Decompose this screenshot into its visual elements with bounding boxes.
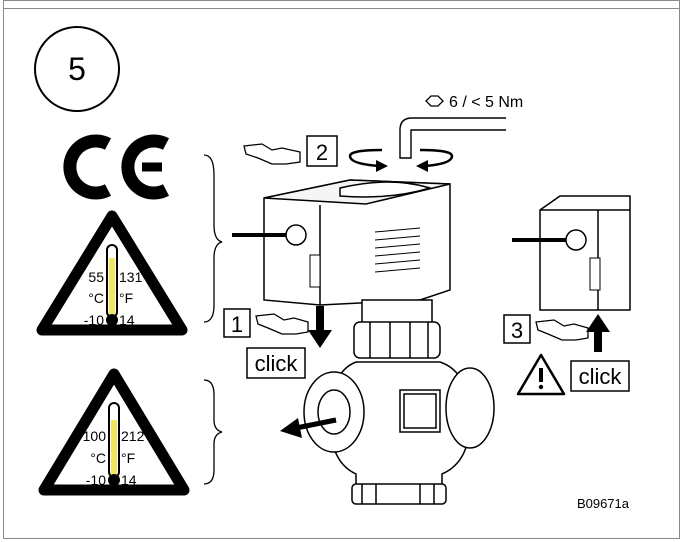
hand-icon [535,319,589,341]
hex-key [399,117,506,159]
valve-body [303,361,495,505]
temperature-warning-top: 55 131 °C °F -10 14 [36,210,188,336]
temp-unit-f: °F [121,450,135,466]
step-3-label: 3 [511,318,523,343]
rotation-arrows-icon [348,148,454,172]
temp-max-c: 55 [88,269,104,285]
step-3: 3 click [503,314,630,396]
brace-top [203,154,223,323]
step-badge: 5 [34,26,120,112]
top-divider [3,8,680,9]
temp-min-f: 14 [119,312,135,328]
temp-max-f: 131 [119,269,143,285]
figure-id: B09671a [577,496,630,511]
thermometer-bulb [108,474,120,486]
hand-icon [243,143,301,165]
step-1: 1 click [223,306,332,379]
click-label-right: click [579,364,623,389]
arrow-up-icon [586,314,610,352]
step-2: 2 [243,135,338,167]
vent-slots [374,227,421,273]
actuator-detail [512,195,631,311]
thermometer-bulb [106,314,118,326]
temp-unit-c: °C [88,290,104,306]
ce-mark-icon [63,134,170,200]
temp-max-f: 212 [121,428,145,444]
flow-arrow-icon [280,417,337,438]
actuator-main [232,179,451,306]
thermometer-fill [111,420,117,474]
temp-max-c: 100 [83,428,107,444]
warning-icon [516,353,566,396]
arrow-down-icon [308,306,332,348]
step-2-label: 2 [316,140,328,165]
temperature-warning-bottom: 100 212 °C °F -10 14 [38,368,190,496]
torque-spec: 6 / < 5 Nm [425,94,523,111]
coupling [353,299,441,359]
thermometer-fill [109,258,115,314]
hex-key-icon [425,95,444,107]
temp-min-f: 14 [121,472,137,488]
temp-unit-c: °C [90,450,106,466]
temp-min-c: -10 [86,472,106,488]
step-1-label: 1 [231,312,243,337]
torque-label: 6 / < 5 Nm [449,94,523,111]
hand-icon [255,313,309,335]
temp-min-c: -10 [84,312,104,328]
temp-unit-f: °F [119,290,133,306]
step-number: 5 [68,51,86,87]
click-label-left: click [255,351,299,376]
brace-bottom [203,379,223,485]
